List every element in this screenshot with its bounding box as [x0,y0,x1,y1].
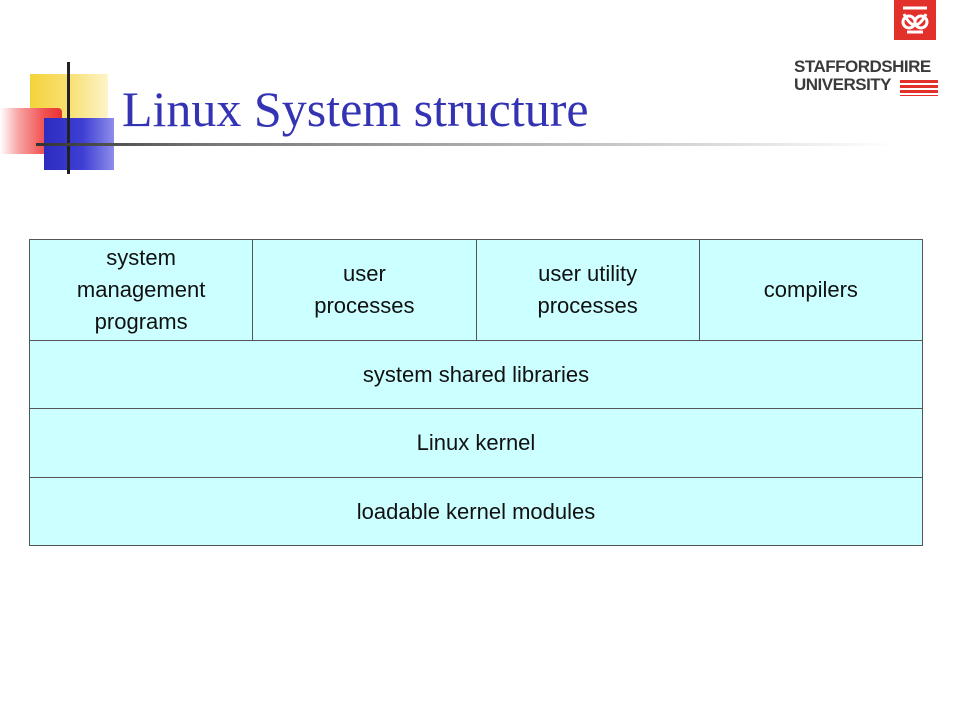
decorative-vertical-line [67,62,70,174]
linux-structure-diagram: system management programs user processe… [29,239,923,546]
system-shared-libraries-layer: system shared libraries [30,341,922,409]
top-layer-row: system management programs user processe… [30,240,922,341]
compilers-box: compilers [763,277,858,303]
title-underline [36,143,896,146]
staffordshire-university-logo: STAFFORDSHIRE UNIVERSITY [794,0,960,106]
loadable-kernel-modules-layer: loadable kernel modules [356,498,596,524]
linux-kernel-layer: Linux kernel [30,409,922,478]
user-utility-processes-box: user utility processes [477,240,700,340]
knot-emblem-icon [901,6,929,34]
slide-title: Linux System structure [122,81,589,137]
logo-line-1: STAFFORDSHIRE [794,57,931,76]
system-management-programs-box: system management programs [30,240,254,340]
logo-line-2: UNIVERSITY [794,74,892,94]
logo-wordmark: STAFFORDSHIRE UNIVERSITY [794,58,960,95]
user-processes-box: user processes [253,240,477,340]
logo-stripes [900,80,938,96]
